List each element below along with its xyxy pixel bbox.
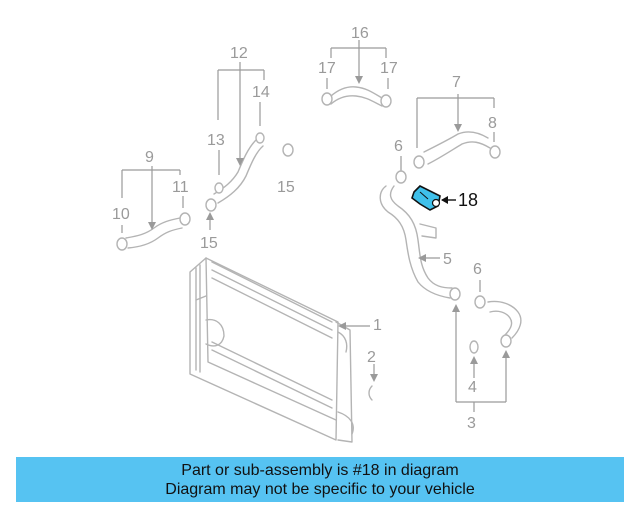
leaders-16-17 xyxy=(326,40,389,89)
banner-line-2: Diagram may not be specific to your vehi… xyxy=(165,480,475,498)
part-18-highlighted[interactable] xyxy=(411,185,441,211)
part-7-hose xyxy=(413,131,501,169)
leaders-9-11 xyxy=(121,166,184,233)
callout-13: 13 xyxy=(207,132,225,149)
leaders-6-8 xyxy=(400,94,495,172)
leaders-3-6 xyxy=(452,280,510,412)
callout-17-left: 17 xyxy=(318,60,336,77)
part-1-intercooler xyxy=(189,257,354,443)
part-3-hose xyxy=(469,295,522,354)
callout-17-right: 17 xyxy=(380,60,398,77)
callout-2: 2 xyxy=(367,349,376,366)
callout-6-upper: 6 xyxy=(394,138,403,155)
callout-11: 11 xyxy=(172,179,189,196)
callout-1: 1 xyxy=(373,317,382,334)
callout-3: 3 xyxy=(467,415,476,432)
callout-16: 16 xyxy=(351,25,369,42)
callout-15-lower: 15 xyxy=(200,235,218,252)
callout-15-upper: 15 xyxy=(277,179,295,196)
banner-line-1: Part or sub-assembly is #18 in diagram xyxy=(181,461,459,479)
callout-9: 9 xyxy=(145,149,154,166)
callout-5: 5 xyxy=(443,251,452,268)
arrow-1 xyxy=(338,322,346,330)
part-2-clip xyxy=(368,364,378,401)
arrow-5 xyxy=(418,254,426,262)
callout-14: 14 xyxy=(252,84,270,101)
part-9-hose xyxy=(116,212,191,251)
part-16-hose xyxy=(321,86,392,108)
part-6-clamp-upper xyxy=(395,170,407,184)
arrow-18 xyxy=(441,196,448,204)
callout-4: 4 xyxy=(468,379,477,396)
callout-7: 7 xyxy=(452,74,461,91)
part-12-hose xyxy=(205,132,294,212)
info-banner: Part or sub-assembly is #18 in diagram D… xyxy=(16,457,624,502)
callout-18: 18 xyxy=(458,190,478,210)
leaders-12-15 xyxy=(206,62,265,230)
callout-12: 12 xyxy=(230,45,248,62)
callout-8: 8 xyxy=(488,115,497,132)
parts-diagram: 16 17 17 12 13 14 15 15 xyxy=(112,25,522,443)
callout-10: 10 xyxy=(112,206,130,223)
callout-6-lower: 6 xyxy=(473,261,482,278)
part-5-pipe xyxy=(379,185,461,301)
